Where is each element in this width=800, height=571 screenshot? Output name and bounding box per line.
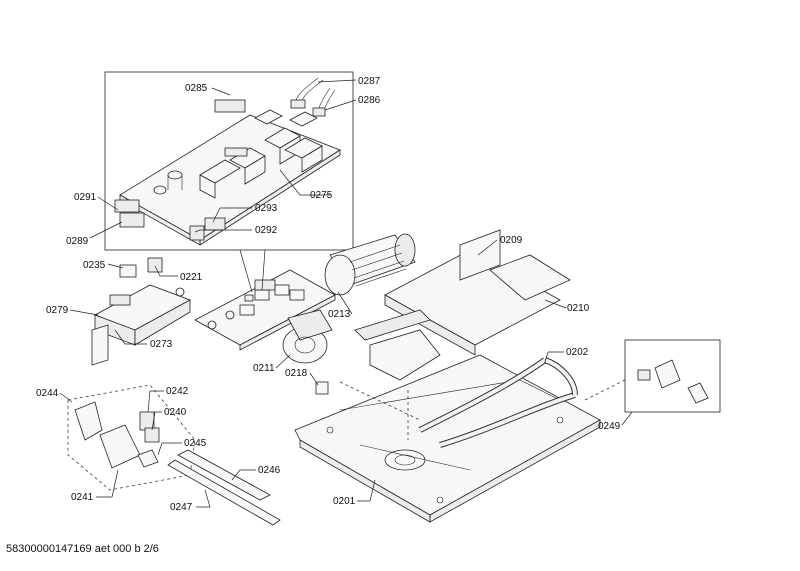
callout-0218: 0218	[285, 368, 308, 379]
callout-0235: 0235	[83, 260, 106, 271]
callout-0279: 0279	[46, 305, 69, 316]
callout-0210: 0210	[567, 303, 590, 314]
callout-0292: 0292	[255, 225, 278, 236]
sensor-detail	[637, 359, 709, 404]
callout-0286: 0286	[358, 95, 381, 106]
callout-0211: 0211	[253, 363, 275, 374]
tangential-fan	[324, 233, 416, 296]
callout-0273: 0273	[150, 339, 173, 350]
callout-0240: 0240	[164, 407, 187, 418]
leader-lines	[59, 79, 633, 508]
callout-0275: 0275	[310, 190, 333, 201]
connection-lines	[239, 249, 626, 440]
connector-bracket	[119, 257, 163, 278]
callout-0289: 0289	[66, 236, 89, 247]
callout-0247: 0247	[170, 502, 193, 513]
document-footer-id: 58300000147169 aet 000 b 2/6	[6, 543, 159, 555]
door-lock-assembly	[74, 401, 160, 469]
callout-0287: 0287	[358, 76, 381, 87]
detail-box-control-board	[104, 71, 354, 251]
callout-0202: 0202	[566, 347, 589, 358]
callout-0246: 0246	[258, 465, 281, 476]
callout-0291: 0291	[74, 192, 97, 203]
fan-motor	[282, 309, 333, 364]
callout-0249: 0249	[598, 421, 621, 432]
callout-0241: 0241	[71, 492, 94, 503]
callout-0242: 0242	[166, 386, 189, 397]
guide-rails	[167, 449, 281, 526]
callout-0201: 0201	[333, 496, 356, 507]
callout-0209: 0209	[500, 235, 523, 246]
callout-0213: 0213	[328, 309, 351, 320]
callout-0245: 0245	[184, 438, 207, 449]
callout-0293: 0293	[255, 203, 278, 214]
switch-housing	[91, 284, 191, 366]
thermostat	[315, 381, 329, 395]
detail-box-sensor	[624, 339, 721, 413]
callout-0221: 0221	[180, 272, 203, 283]
door-lock-group-outline	[67, 384, 196, 491]
small-control-board	[194, 269, 336, 351]
air-duct	[354, 229, 571, 381]
heating-element	[418, 357, 578, 448]
callout-labels: 0285 0287 0286 0275 0291 0289 0293 0292 …	[36, 76, 621, 513]
base-plate	[294, 354, 601, 523]
callout-0285: 0285	[185, 83, 208, 94]
control-board-detail	[114, 77, 341, 246]
callout-0244: 0244	[36, 388, 59, 399]
